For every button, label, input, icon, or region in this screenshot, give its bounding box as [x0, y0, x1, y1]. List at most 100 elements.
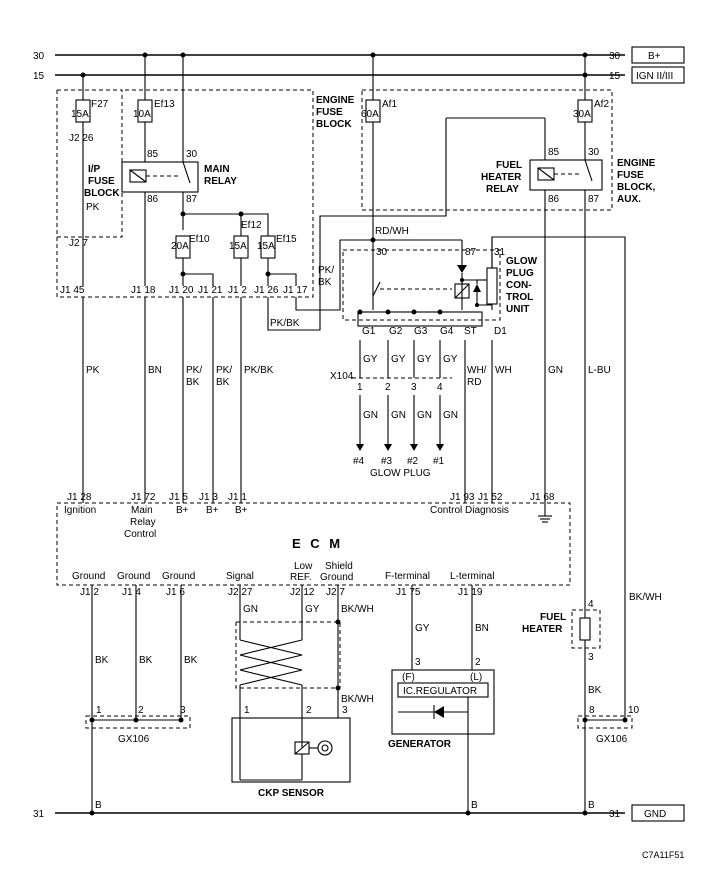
- g-outputs: GY GY GY GY X104 1 2 3 4 GN GN GN GN #4 …: [330, 309, 458, 479]
- wire-bk-fh: BK: [588, 685, 602, 696]
- wire-pkbk-1b: BK: [186, 377, 200, 388]
- ckp-pin-1: 1: [244, 705, 250, 716]
- gx106-pin-10: 10: [628, 705, 640, 716]
- ecm-bplus-3: B+: [235, 505, 248, 516]
- main-relay-label-1: MAIN: [204, 164, 230, 175]
- engine-fuse-block: ENGINE FUSE BLOCK: [56, 89, 355, 298]
- fuse-af1: Af1 60A: [361, 55, 397, 296]
- wire-gy-gen: GY: [415, 623, 430, 634]
- wire-whrd-b: RD: [467, 377, 481, 388]
- ecm-conn-g4: J1 4: [122, 587, 141, 598]
- ecm-control-diagnosis: Control Diagnosis: [430, 505, 509, 516]
- conn-j1-21: J1 21: [198, 285, 223, 296]
- ecm-conn-5: J1 5: [169, 492, 188, 503]
- fuse-ef13: Ef13 10A: [133, 55, 175, 162]
- fuel-relay-label-1: FUEL: [496, 160, 522, 171]
- rail-15-left-label: 15: [33, 71, 45, 82]
- ecm-ignition: Ignition: [64, 505, 96, 516]
- gx106-left-label: GX106: [118, 734, 150, 745]
- fuse-ef13-name: Ef13: [154, 99, 175, 110]
- gx106-right-label: GX106: [596, 734, 628, 745]
- fuse-af1-name: Af1: [382, 99, 397, 110]
- fuse-ef12-amp: 15A: [229, 241, 247, 252]
- x104-pin-2: 2: [385, 382, 391, 393]
- wire-b-3: B: [588, 800, 595, 811]
- glow-pin-d1: D1: [494, 326, 507, 337]
- rail-31-tag: GND: [644, 809, 666, 820]
- glow-pin-g2: G2: [389, 326, 403, 337]
- ecm-title: E C M: [292, 536, 343, 551]
- ecm-mr-1: Main: [131, 505, 153, 516]
- rail-15-right-label: 15: [609, 71, 621, 82]
- ecm-mr-2: Relay: [130, 517, 156, 528]
- ecm-module: E C M J1 28 J1 72 J1 5 J1 3 J1 1 J1 93 J…: [56, 492, 571, 598]
- aux-label-4: AUX.: [617, 194, 641, 205]
- wire-pkbk-3: PK/BK: [244, 365, 274, 376]
- ecm-signal: Signal: [226, 571, 254, 582]
- conn-x104: X104: [330, 371, 354, 382]
- ecm-f-terminal: F-terminal: [385, 571, 430, 582]
- power-rail-15: 15 15 IGN II/III: [33, 66, 685, 84]
- ecm-conn-g6: J1 6: [166, 587, 185, 598]
- glow-label-2: PLUG: [506, 268, 534, 279]
- main-relay-label-2: RELAY: [204, 176, 237, 187]
- gen-ic-regulator: IC.REGULATOR: [403, 686, 477, 697]
- wire-pk-b: PK: [86, 365, 100, 376]
- glow-label-4: TROL: [506, 292, 533, 303]
- ecm-conn-g2: J1 2: [80, 587, 99, 598]
- wire-bk-1: BK: [95, 655, 109, 666]
- conn-j2-7: J2 7: [69, 238, 88, 249]
- ecm-conn-1: J1 1: [228, 492, 247, 503]
- conn-j1-2a: J1 2: [228, 285, 247, 296]
- ecm-mr-3: Control: [124, 529, 156, 540]
- wire-bn: BN: [148, 365, 162, 376]
- wire-gn-right: GN: [548, 365, 563, 376]
- aux-label-2: FUSE: [617, 170, 644, 181]
- ground-rail-31: 31 31 GND: [33, 804, 685, 822]
- wire-gn-2: GN: [391, 410, 406, 421]
- x104-pin-1: 1: [357, 382, 363, 393]
- conn-j2-26: J2 26: [69, 133, 94, 144]
- fuel-relay-pin-30: 30: [588, 147, 600, 158]
- fuse-ef10-name: Ef10: [189, 234, 210, 245]
- ecm-conn-72: J1 72: [131, 492, 156, 503]
- fuel-relay-pin-85: 85: [548, 147, 560, 158]
- ckp-pin-3: 3: [342, 705, 348, 716]
- rail-15-tag: IGN II/III: [636, 71, 673, 82]
- fuse-f27-name: F27: [91, 99, 109, 110]
- wire-gy-1: GY: [363, 354, 378, 365]
- conn-j1-18: J1 18: [131, 285, 156, 296]
- main-relay: 85 30 86 87 MAIN RELAY: [121, 149, 237, 205]
- main-relay-pin-30: 30: [186, 149, 198, 160]
- fuse-f27: F27 15A J2 26 PK J2 7: [69, 75, 109, 286]
- glow-pin-g4: G4: [440, 326, 454, 337]
- ecm-conn-j27: J2 7: [326, 587, 345, 598]
- ecm-conn-75: J1 75: [396, 587, 421, 598]
- conn-j1-26: J1 26: [254, 285, 279, 296]
- rail-31-left-label: 31: [33, 809, 45, 820]
- generator-label: GENERATOR: [388, 739, 452, 750]
- ecm-conn-28: J1 28: [67, 492, 92, 503]
- fuel-heater-relay: 85 30 86 87 FUEL HEATER RELAY: [446, 117, 603, 205]
- ecm-bplus-2: B+: [206, 505, 219, 516]
- wire-b-2: B: [471, 800, 478, 811]
- wire-wh: WH: [495, 365, 512, 376]
- rail-30-left-label: 30: [33, 51, 45, 62]
- wire-gn-3: GN: [417, 410, 432, 421]
- glow-pin-g1: G1: [362, 326, 376, 337]
- engine-fuse-label-2: FUSE: [316, 107, 343, 118]
- wire-pk-a: PK: [86, 202, 100, 213]
- fuel-heater-pin-4: 4: [588, 599, 594, 610]
- plug-2: #2: [407, 456, 419, 467]
- wire-bn-gen: BN: [475, 623, 489, 634]
- gx106-pin-3: 3: [180, 705, 186, 716]
- splice-gx106-left: 1 2 3 GX106: [85, 705, 191, 745]
- wire-bkwh-1: BK/WH: [341, 604, 374, 615]
- main-relay-pin-87: 87: [186, 194, 198, 205]
- ecm-ground-3: Ground: [162, 571, 195, 582]
- wire-gn-ckp: GN: [243, 604, 258, 615]
- glow-label-3: CON-: [506, 280, 532, 291]
- fuse-ef13-amp: 10A: [133, 109, 151, 120]
- ckp-sensor-label: CKP SENSOR: [258, 788, 325, 799]
- engine-fuse-label-3: BLOCK: [316, 119, 352, 130]
